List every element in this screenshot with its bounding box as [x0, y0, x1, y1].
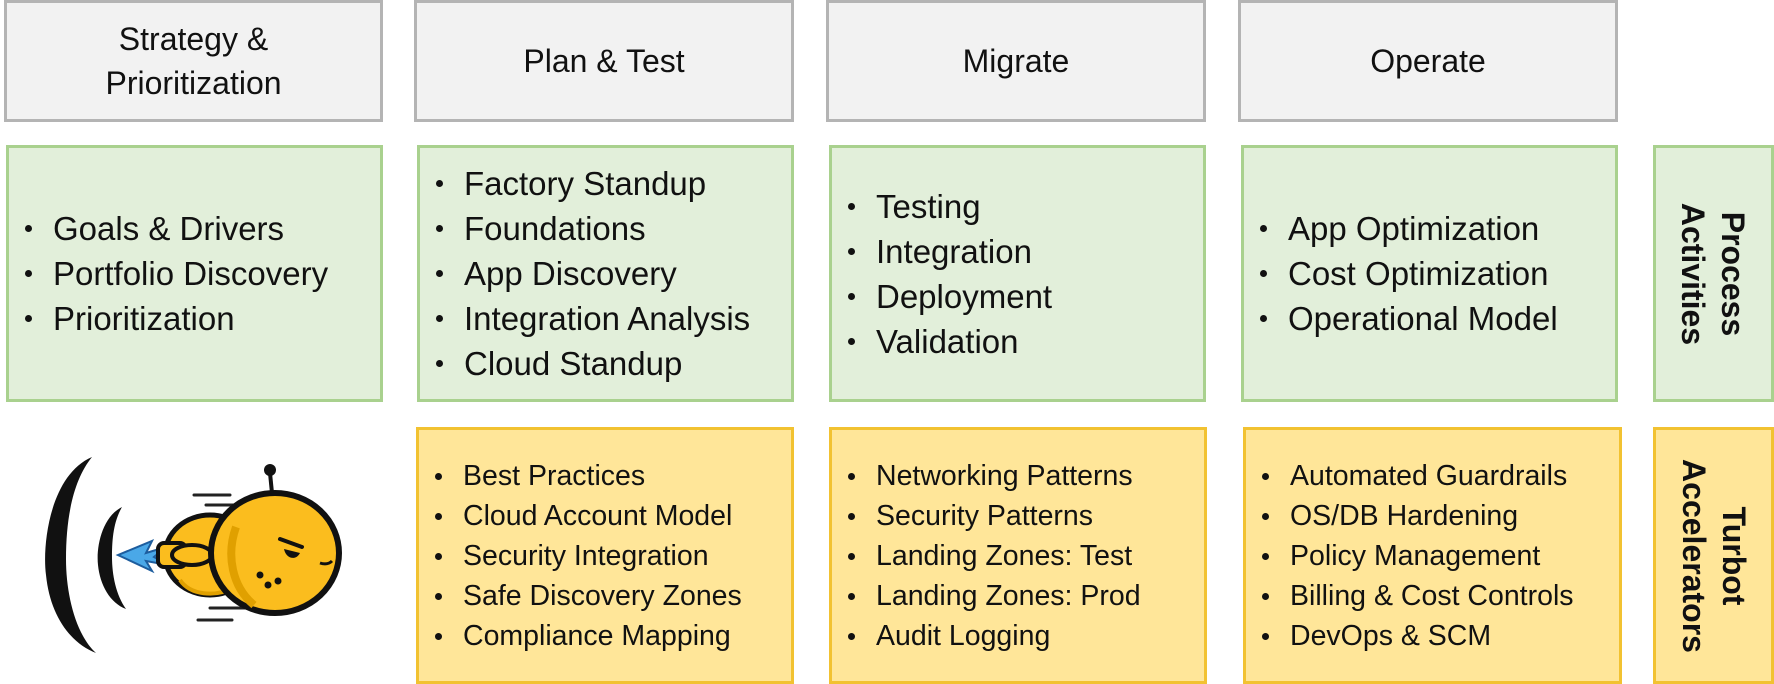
- accelerator-list: Networking Patterns Security Patterns La…: [832, 456, 1141, 656]
- activity-list: Factory Standup Foundations App Discover…: [420, 161, 750, 386]
- row-label-text: Turbot Accelerators: [1674, 459, 1754, 653]
- row-label-line: Accelerators: [1675, 458, 1712, 653]
- list-item: OS/DB Hardening: [1260, 496, 1574, 536]
- list-item: DevOps & SCM: [1260, 616, 1574, 656]
- accelerator-list: Best Practices Cloud Account Model Secur…: [419, 456, 742, 656]
- activity-list: Testing Integration Deployment Validatio…: [832, 184, 1052, 364]
- activity-list: Goals & Drivers Portfolio Discovery Prio…: [9, 206, 328, 341]
- process-activities-migrate: Testing Integration Deployment Validatio…: [829, 145, 1206, 402]
- process-activities-plan-test: Factory Standup Foundations App Discover…: [417, 145, 794, 402]
- list-item: Compliance Mapping: [433, 616, 742, 656]
- header-strategy-prioritization: Strategy & Prioritization: [4, 0, 383, 122]
- list-item: Cloud Standup: [434, 341, 750, 386]
- list-item: Prioritization: [23, 296, 328, 341]
- list-item: Landing Zones: Test: [846, 536, 1141, 576]
- header-line: Strategy &: [118, 21, 269, 57]
- list-item: Testing: [846, 184, 1052, 229]
- list-item: Goals & Drivers: [23, 206, 328, 251]
- header-label: Operate: [1370, 43, 1486, 79]
- row-label-text: Process Activities: [1674, 202, 1754, 344]
- header-plan-test: Plan & Test: [414, 0, 794, 122]
- accelerators-operate: Automated Guardrails OS/DB Hardening Pol…: [1243, 427, 1622, 684]
- activity-list: App Optimization Cost Optimization Opera…: [1244, 206, 1558, 341]
- list-item: Billing & Cost Controls: [1260, 576, 1574, 616]
- header-label: Plan & Test: [523, 43, 685, 79]
- row-label-line: Turbot: [1715, 506, 1752, 605]
- process-activities-operate: App Optimization Cost Optimization Opera…: [1241, 145, 1618, 402]
- header-label: Migrate: [962, 43, 1070, 79]
- list-item: App Discovery: [434, 251, 750, 296]
- list-item: Validation: [846, 319, 1052, 364]
- accelerators-plan-test: Best Practices Cloud Account Model Secur…: [416, 427, 794, 684]
- turbot-mascot-icon: [45, 457, 342, 653]
- turbot-accelerators-label: Turbot Accelerators: [1653, 427, 1774, 684]
- list-item: Operational Model: [1258, 296, 1558, 341]
- list-item: Deployment: [846, 274, 1052, 319]
- list-item: App Optimization: [1258, 206, 1558, 251]
- list-item: Integration Analysis: [434, 296, 750, 341]
- header-label: Strategy & Prioritization: [105, 17, 281, 105]
- list-item: Integration: [846, 229, 1052, 274]
- list-item: Cloud Account Model: [433, 496, 742, 536]
- list-item: Safe Discovery Zones: [433, 576, 742, 616]
- list-item: Best Practices: [433, 456, 742, 496]
- header-operate: Operate: [1238, 0, 1618, 122]
- header-line: Prioritization: [105, 65, 282, 101]
- list-item: Cost Optimization: [1258, 251, 1558, 296]
- list-item: Security Integration: [433, 536, 742, 576]
- row-label-line: Activities: [1675, 202, 1712, 345]
- process-activities-label: Process Activities: [1653, 145, 1774, 402]
- list-item: Policy Management: [1260, 536, 1574, 576]
- list-item: Factory Standup: [434, 161, 750, 206]
- list-item: Security Patterns: [846, 496, 1141, 536]
- list-item: Automated Guardrails: [1260, 456, 1574, 496]
- list-item: Audit Logging: [846, 616, 1141, 656]
- list-item: Landing Zones: Prod: [846, 576, 1141, 616]
- row-label-line: Process: [1715, 211, 1752, 336]
- list-item: Networking Patterns: [846, 456, 1141, 496]
- process-activities-strategy: Goals & Drivers Portfolio Discovery Prio…: [6, 145, 383, 402]
- header-migrate: Migrate: [826, 0, 1206, 122]
- list-item: Foundations: [434, 206, 750, 251]
- list-item: Portfolio Discovery: [23, 251, 328, 296]
- accelerator-list: Automated Guardrails OS/DB Hardening Pol…: [1246, 456, 1574, 656]
- accelerators-migrate: Networking Patterns Security Patterns La…: [829, 427, 1207, 684]
